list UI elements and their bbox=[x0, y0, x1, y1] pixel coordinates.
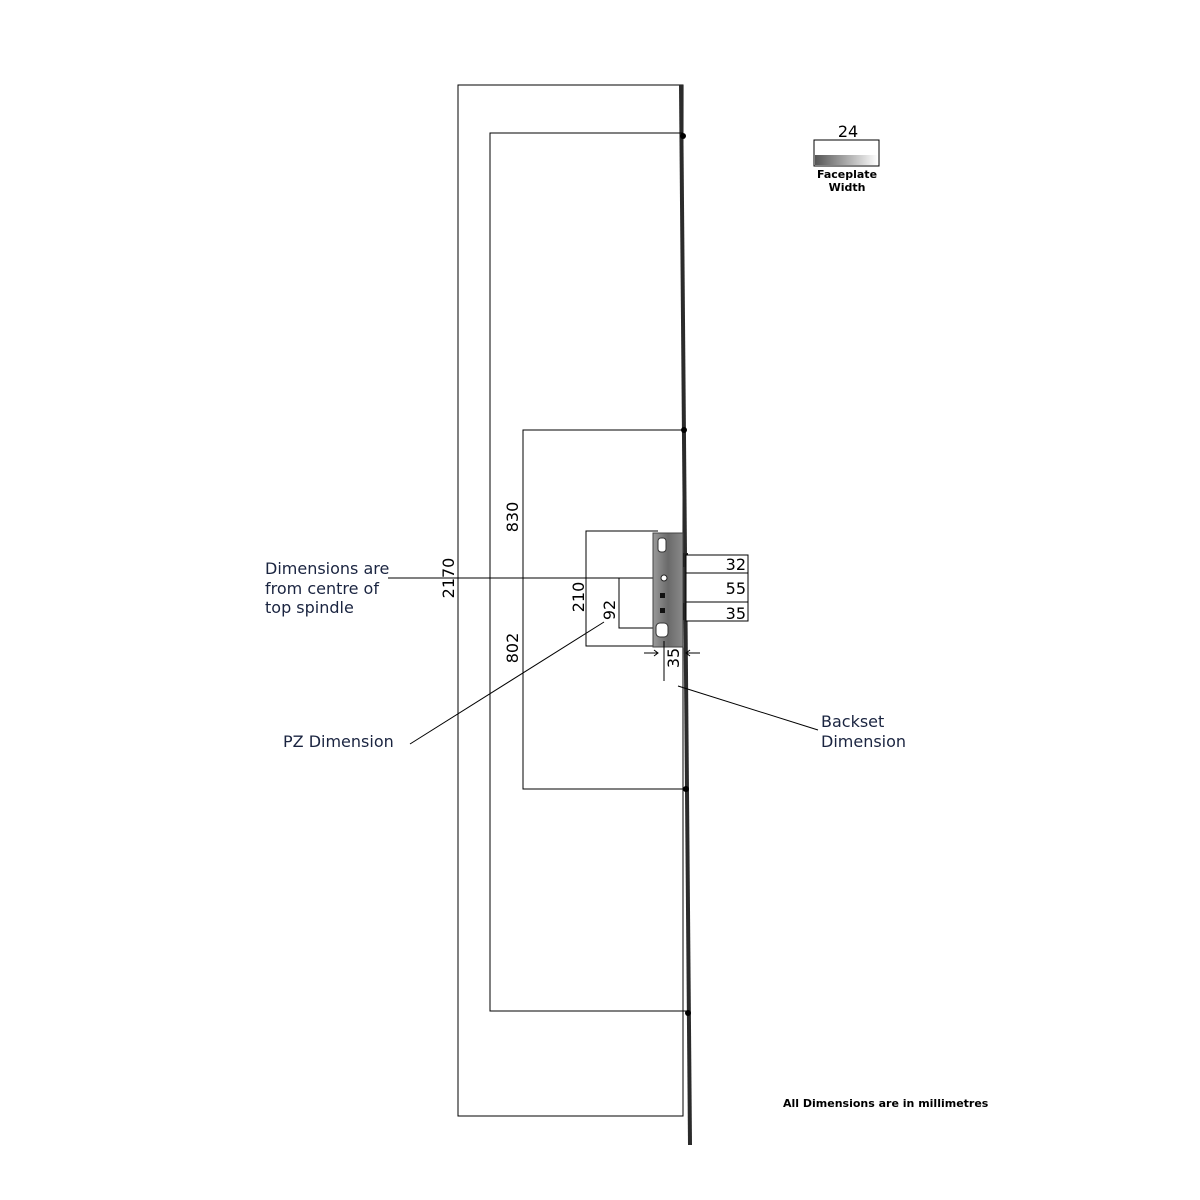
backset-leader-line bbox=[677, 685, 819, 731]
pz-dimension-label: PZ Dimension bbox=[283, 732, 394, 751]
dim-right-mid: 55 bbox=[726, 579, 746, 598]
pz-bracket bbox=[618, 577, 658, 629]
locking-point-bottom bbox=[685, 1010, 691, 1016]
lock-case bbox=[652, 532, 688, 648]
locking-point-lower bbox=[683, 786, 689, 792]
hook-bracket bbox=[522, 429, 688, 790]
faceplate-caption-line1: Faceplate bbox=[817, 168, 877, 181]
dim-case-height: 210 bbox=[569, 582, 588, 613]
dim-bottom-hook: 802 bbox=[503, 633, 522, 664]
dim-backset: 35 bbox=[664, 648, 683, 668]
dim-top-hook: 830 bbox=[503, 502, 522, 533]
dim-right-bottom: 35 bbox=[726, 604, 746, 623]
dim-overall-height: 2170 bbox=[439, 558, 458, 599]
right-dimension-boxes bbox=[685, 554, 749, 622]
pz-leader-line bbox=[409, 621, 605, 745]
dim-right-top: 32 bbox=[726, 555, 746, 574]
backset-label-line2: Dimension bbox=[821, 732, 906, 751]
overall-height-bracket bbox=[489, 132, 688, 1012]
dim-pz: 92 bbox=[600, 600, 619, 620]
units-note: All Dimensions are in millimetres bbox=[783, 1097, 989, 1110]
faceplate-width-value: 24 bbox=[838, 122, 858, 141]
locking-point-upper bbox=[681, 427, 687, 433]
faceplate-width-legend bbox=[813, 139, 880, 167]
backset-label-line1: Backset bbox=[821, 712, 884, 731]
faceplate-caption-line2: Width bbox=[829, 181, 866, 194]
origin-note-line3: top spindle bbox=[265, 598, 354, 617]
origin-note-line1: Dimensions are bbox=[265, 559, 389, 578]
origin-note-line2: from centre of bbox=[265, 579, 379, 598]
case-height-bracket bbox=[585, 530, 660, 647]
locking-point-top bbox=[680, 133, 686, 139]
